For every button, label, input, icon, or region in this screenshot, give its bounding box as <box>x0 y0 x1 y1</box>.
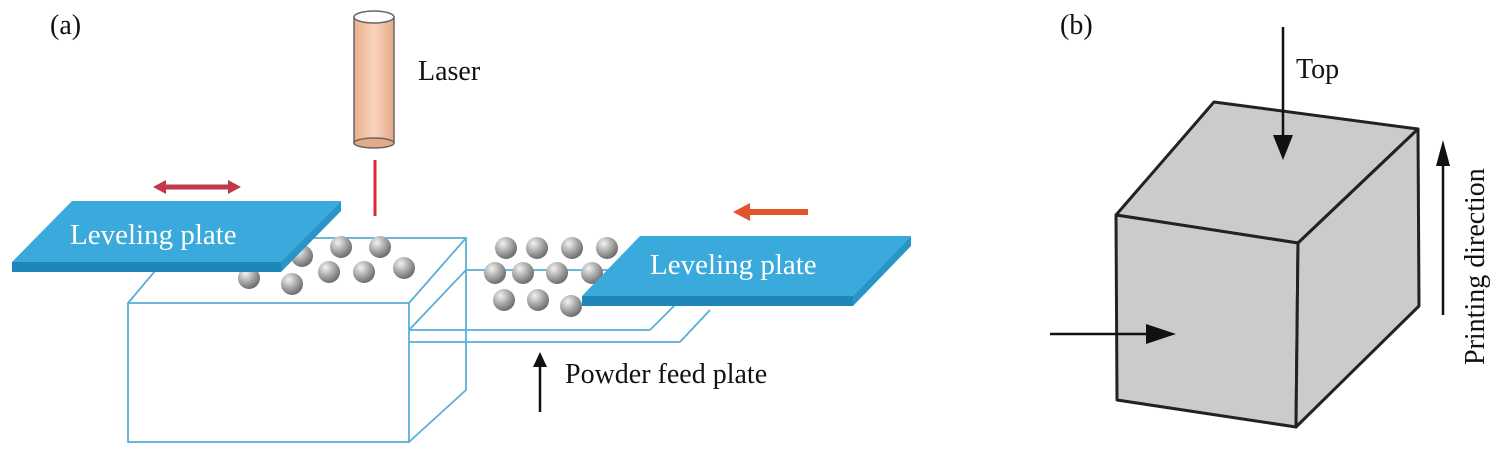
top-label: Top <box>1296 54 1339 85</box>
panel-a-label: (a) <box>50 10 81 41</box>
panel-b-label: (b) <box>1060 10 1093 41</box>
side-arrow <box>1050 324 1176 344</box>
right-plate-label: Leveling plate <box>650 249 817 281</box>
printing-direction-label: Printing direction <box>1460 168 1491 365</box>
left-plate-label: Leveling plate <box>70 219 237 251</box>
feed-up-arrow <box>533 352 547 412</box>
powder-particles-feed <box>484 237 618 317</box>
right-motion-arrow <box>733 203 808 221</box>
feed-label: Powder feed plate <box>565 359 767 390</box>
top-arrow <box>1273 27 1293 160</box>
right-leveling-plate: Leveling plate <box>582 236 911 306</box>
printing-direction-arrow <box>1436 140 1450 315</box>
laser-bottom <box>353 137 395 149</box>
laser-label: Laser <box>418 56 481 87</box>
cube-side-face <box>1294 127 1421 429</box>
laser-head <box>353 10 395 149</box>
left-motion-arrow <box>153 180 241 194</box>
laser-body <box>353 16 395 144</box>
laser-top <box>353 10 395 24</box>
left-leveling-plate: Leveling plate <box>12 201 341 272</box>
panel-a: (a) Laser <box>12 10 911 443</box>
specimen-cube <box>1114 100 1421 429</box>
panel-b: (b) Top Printing direction <box>1050 10 1491 429</box>
cube-front-face <box>1114 213 1300 429</box>
